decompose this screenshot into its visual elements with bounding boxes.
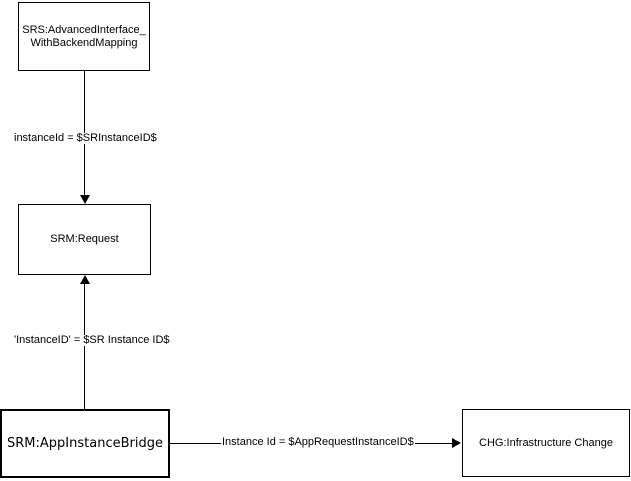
arrowhead-down-icon (80, 195, 90, 204)
edge-label-srs-to-request: instanceId = $SRInstanceID$ (13, 132, 158, 144)
node-srm-request-label: SRM:Request (50, 233, 119, 245)
arrowhead-right-icon (452, 438, 461, 448)
node-srs-advanced-interface: SRS:AdvancedInterface_ WithBackendMappin… (18, 2, 150, 71)
node-srm-app-instance-bridge: SRM:AppInstanceBridge (0, 409, 170, 478)
node-chg-infrastructure-change-label: CHG:Infrastructure Change (479, 436, 613, 449)
node-srm-request: SRM:Request (18, 204, 151, 275)
node-srs-label: SRS:AdvancedInterface_ WithBackendMappin… (22, 23, 146, 49)
connector-bridge-to-request (84, 284, 85, 409)
node-srm-app-instance-bridge-label: SRM:AppInstanceBridge (7, 436, 163, 451)
arrowhead-up-icon (80, 275, 90, 284)
node-chg-infrastructure-change: CHG:Infrastructure Change (462, 409, 630, 477)
edge-label-bridge-to-chg: Instance Id = $AppRequestInstanceID$ (221, 436, 415, 448)
edge-label-bridge-to-request: 'InstanceID' = $SR Instance ID$ (13, 334, 171, 346)
